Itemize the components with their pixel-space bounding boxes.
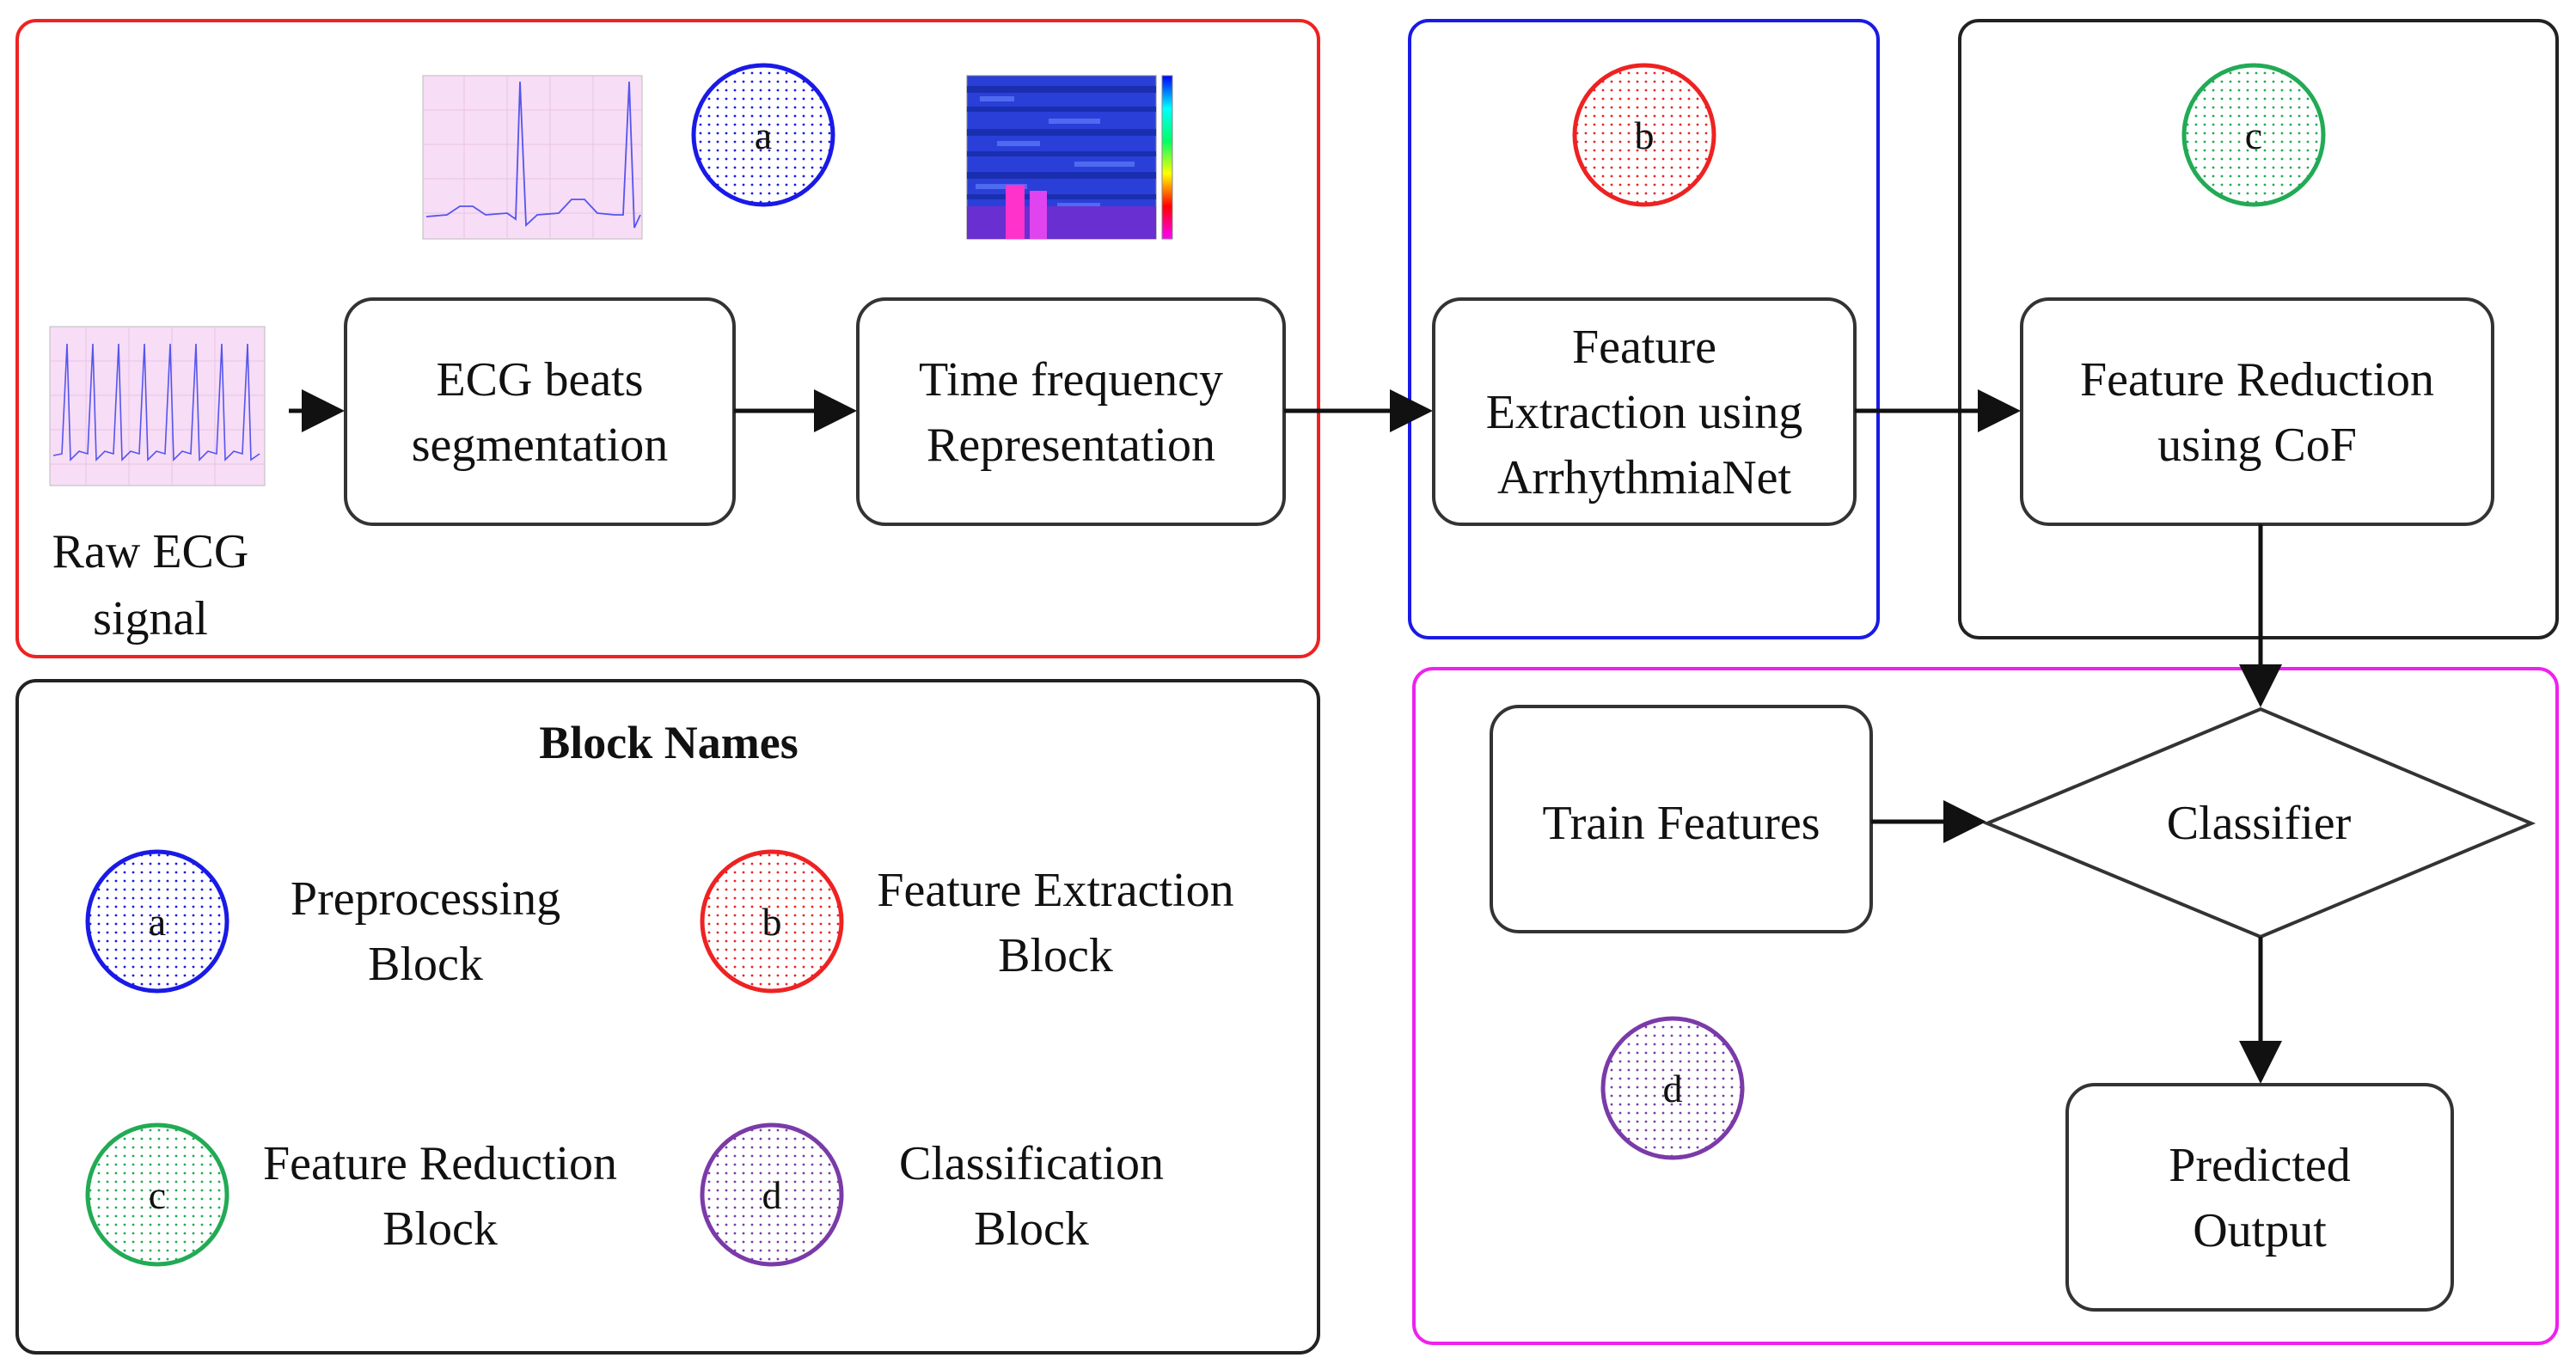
reduction-label-line1: Feature Reduction	[2080, 353, 2434, 407]
raw-ecg-label-line1: Raw ECG	[52, 525, 249, 578]
classifier-node	[1982, 706, 2536, 939]
classification-block-frame	[1412, 667, 2559, 1345]
spectrogram-thumbnail	[966, 75, 1173, 240]
feature-extraction-block-frame	[1408, 19, 1880, 639]
preprocessing-block-frame	[15, 19, 1320, 658]
badge-d: d	[1600, 1016, 1745, 1160]
svg-text:c: c	[2245, 113, 2262, 157]
legend-title: Block Names	[539, 717, 798, 768]
feature-reduction-node	[2020, 297, 2494, 526]
badge-c: c	[2181, 63, 2326, 207]
legend-item-classification: d Classification Block	[700, 1122, 1164, 1267]
svg-text:Block: Block	[974, 1202, 1089, 1256]
svg-text:Classification: Classification	[899, 1137, 1164, 1190]
ecg-beats-segmentation-node	[344, 297, 736, 526]
svg-text:b: b	[762, 900, 782, 944]
legend-item-preprocessing: a Preprocessing Block	[85, 849, 560, 994]
extraction-label-line3: ArrhythmiaNet	[1497, 451, 1792, 505]
badge-b: b	[1572, 63, 1716, 207]
segmentation-label-line1: ECG beats	[436, 353, 643, 407]
svg-text:a: a	[755, 113, 772, 157]
svg-text:Block: Block	[382, 1202, 498, 1256]
raw-ecg-signal-thumbnail	[49, 326, 266, 486]
svg-text:a: a	[149, 900, 166, 944]
svg-text:Feature Extraction: Feature Extraction	[877, 864, 1233, 917]
train-features-label: Train Features	[1542, 797, 1820, 850]
tf-label-line2: Representation	[927, 419, 1215, 472]
predicted-output-label-line2: Output	[2193, 1204, 2327, 1257]
svg-text:b: b	[1635, 113, 1655, 157]
predicted-output-node	[2065, 1083, 2454, 1312]
badge-a: a	[691, 63, 835, 207]
segmentation-label-line2: segmentation	[412, 419, 669, 472]
ecg-beat-thumbnail	[422, 75, 643, 240]
svg-text:d: d	[1663, 1067, 1683, 1110]
tf-label-line1: Time frequency	[919, 353, 1223, 407]
svg-text:Feature Reduction: Feature Reduction	[263, 1137, 617, 1190]
time-frequency-representation-node	[856, 297, 1286, 526]
svg-text:Block: Block	[368, 938, 483, 991]
legend-item-feature-extraction: b Feature Extraction Block	[700, 849, 1234, 994]
reduction-label-line2: using CoF	[2157, 419, 2357, 472]
svg-text:Block: Block	[998, 929, 1113, 982]
classifier-label: Classifier	[2167, 797, 2352, 850]
legend-block-frame	[15, 679, 1320, 1355]
train-features-node	[1490, 705, 1873, 933]
raw-ecg-label-line2: signal	[93, 592, 208, 645]
svg-text:d: d	[762, 1173, 782, 1217]
extraction-label-line2: Extraction using	[1486, 386, 1803, 439]
extraction-label-line1: Feature	[1572, 321, 1716, 374]
legend-item-feature-reduction: c Feature Reduction Block	[85, 1122, 617, 1267]
predicted-output-label-line1: Predicted	[2169, 1139, 2350, 1192]
svg-text:c: c	[149, 1173, 166, 1217]
svg-text:Preprocessing: Preprocessing	[291, 872, 560, 926]
